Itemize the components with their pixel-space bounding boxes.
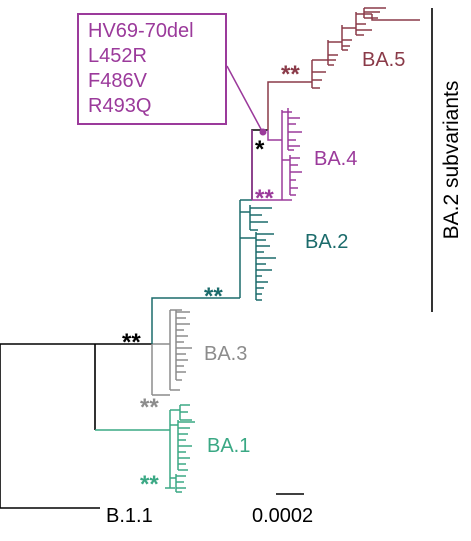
ba3-branches <box>151 309 192 396</box>
ba4-branches <box>251 108 302 201</box>
mutation-box: HV69-70del L452R F486V R493Q <box>77 13 227 125</box>
ba1-branches <box>95 404 195 493</box>
mutation-item: F486V <box>88 70 147 92</box>
support-ba5: ** <box>281 61 300 88</box>
mutation-item: L452R <box>88 45 147 67</box>
mutation-node-dot <box>259 128 267 136</box>
clade-label-ba2: BA.2 <box>305 231 348 253</box>
support-ba2-ba3: ** <box>122 329 141 356</box>
mutation-callout-line <box>226 65 263 132</box>
clade-label-ba3: BA.3 <box>204 343 247 365</box>
mutation-item: HV69-70del <box>88 20 194 42</box>
support-ba4-ba5: * <box>255 136 265 163</box>
support-ba2: ** <box>204 283 223 310</box>
scale-bar-label: 0.0002 <box>252 505 313 527</box>
mutation-item: R493Q <box>88 95 152 117</box>
ba2-branches <box>151 199 276 344</box>
clade-label-ba1: BA.1 <box>207 435 250 457</box>
support-ba1: ** <box>140 471 159 498</box>
clade-label-ba4: BA.4 <box>314 148 357 170</box>
subvariants-label: BA.2 subvariants <box>440 81 463 240</box>
support-ba3: ** <box>140 394 159 421</box>
clade-label-outgroup: B.1.1 <box>106 505 153 527</box>
clade-label-ba5: BA.5 <box>362 49 405 71</box>
ba5-branches <box>267 7 420 130</box>
support-ba4: ** <box>255 185 274 212</box>
